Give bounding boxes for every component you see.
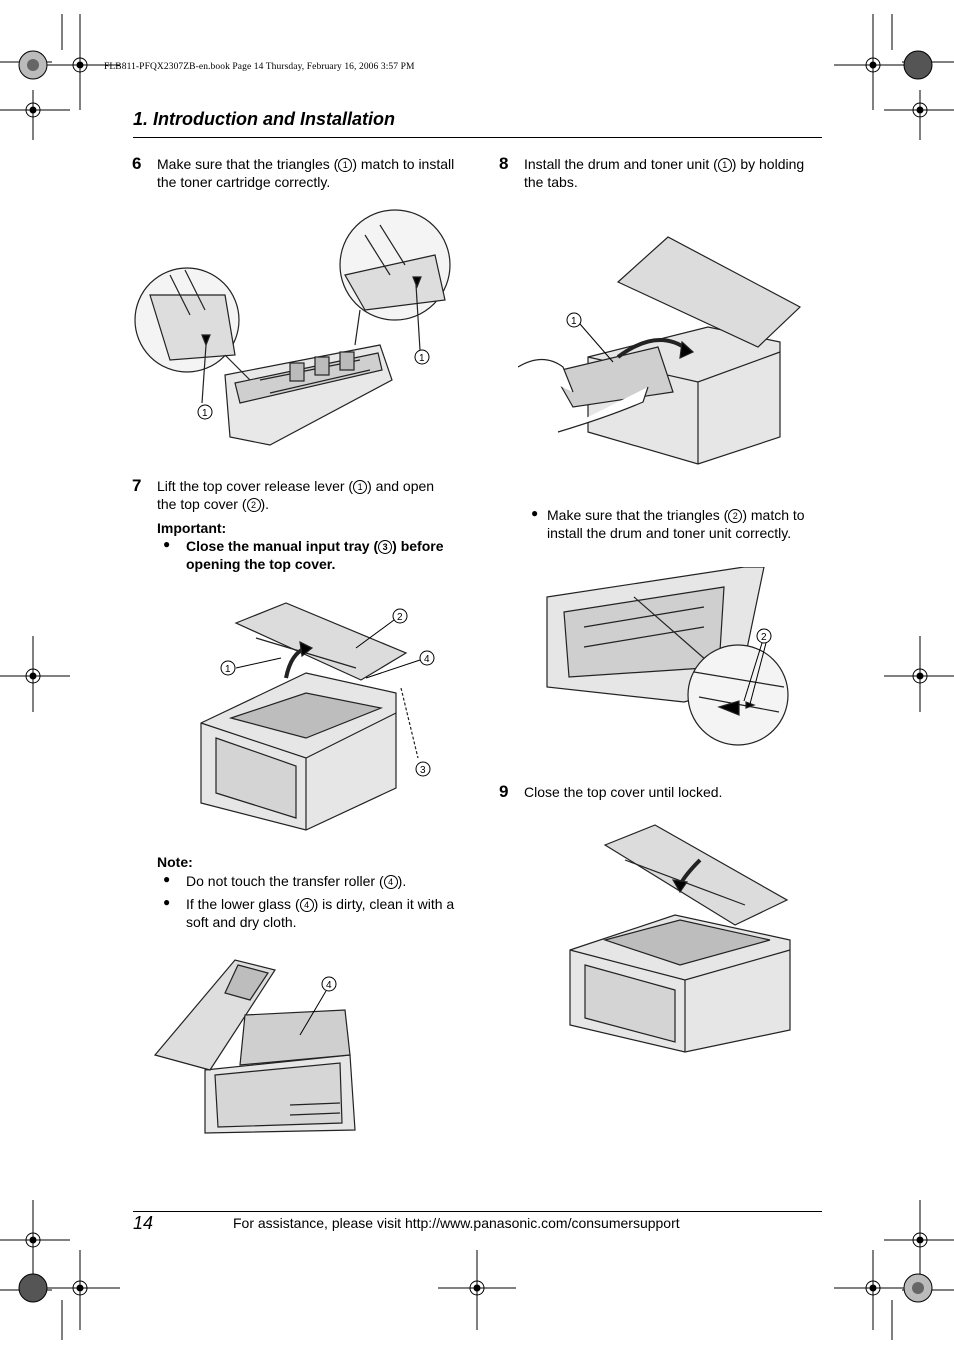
print-slug: FLB811-PFQX2307ZB-en.book Page 14 Thursd… — [104, 62, 415, 72]
step-8-text: Install the drum and toner unit (1) by h… — [524, 156, 805, 190]
section-title: 1. Introduction and Installation — [133, 109, 396, 129]
step-7-text: Lift the top cover release lever (1) and… — [157, 478, 435, 512]
callout-1: 1 — [419, 353, 425, 364]
svg-text:4: 4 — [424, 654, 430, 665]
assistance-footer: For assistance, please visit http://www.… — [233, 1215, 680, 1231]
lower-glass-illustration: 4 — [153, 959, 356, 1134]
step-6-text: Make sure that the triangles (1) match t… — [157, 156, 455, 190]
close-top-cover-illustration — [569, 824, 791, 1053]
header-rule — [133, 137, 822, 138]
svg-text:1: 1 — [571, 316, 577, 327]
note-label: Note: — [157, 854, 193, 870]
step-9-text: Close the top cover until locked. — [524, 784, 723, 800]
drum-triangles-illustration: 2 — [546, 567, 789, 746]
page-number: 14 — [133, 1213, 154, 1233]
svg-text:3: 3 — [420, 765, 426, 776]
step-6-number: 6 — [132, 154, 142, 173]
toner-cartridge-illustration: 1 1 — [134, 209, 451, 446]
svg-text:2: 2 — [397, 612, 403, 623]
callout-1: 1 — [202, 408, 208, 419]
svg-text:1: 1 — [225, 664, 231, 675]
step-7-number: 7 — [132, 476, 142, 495]
step-9-number: 9 — [499, 782, 509, 801]
footer-rule — [133, 1211, 822, 1212]
step-8-number: 8 — [499, 154, 509, 173]
drum-install-illustration: 1 — [518, 236, 802, 465]
svg-text:2: 2 — [761, 632, 767, 643]
open-top-cover-illustration: 1 2 4 3 — [200, 602, 435, 831]
svg-text:4: 4 — [326, 980, 332, 991]
callout-1: 1 — [338, 158, 353, 172]
important-label: Important: — [157, 520, 227, 536]
